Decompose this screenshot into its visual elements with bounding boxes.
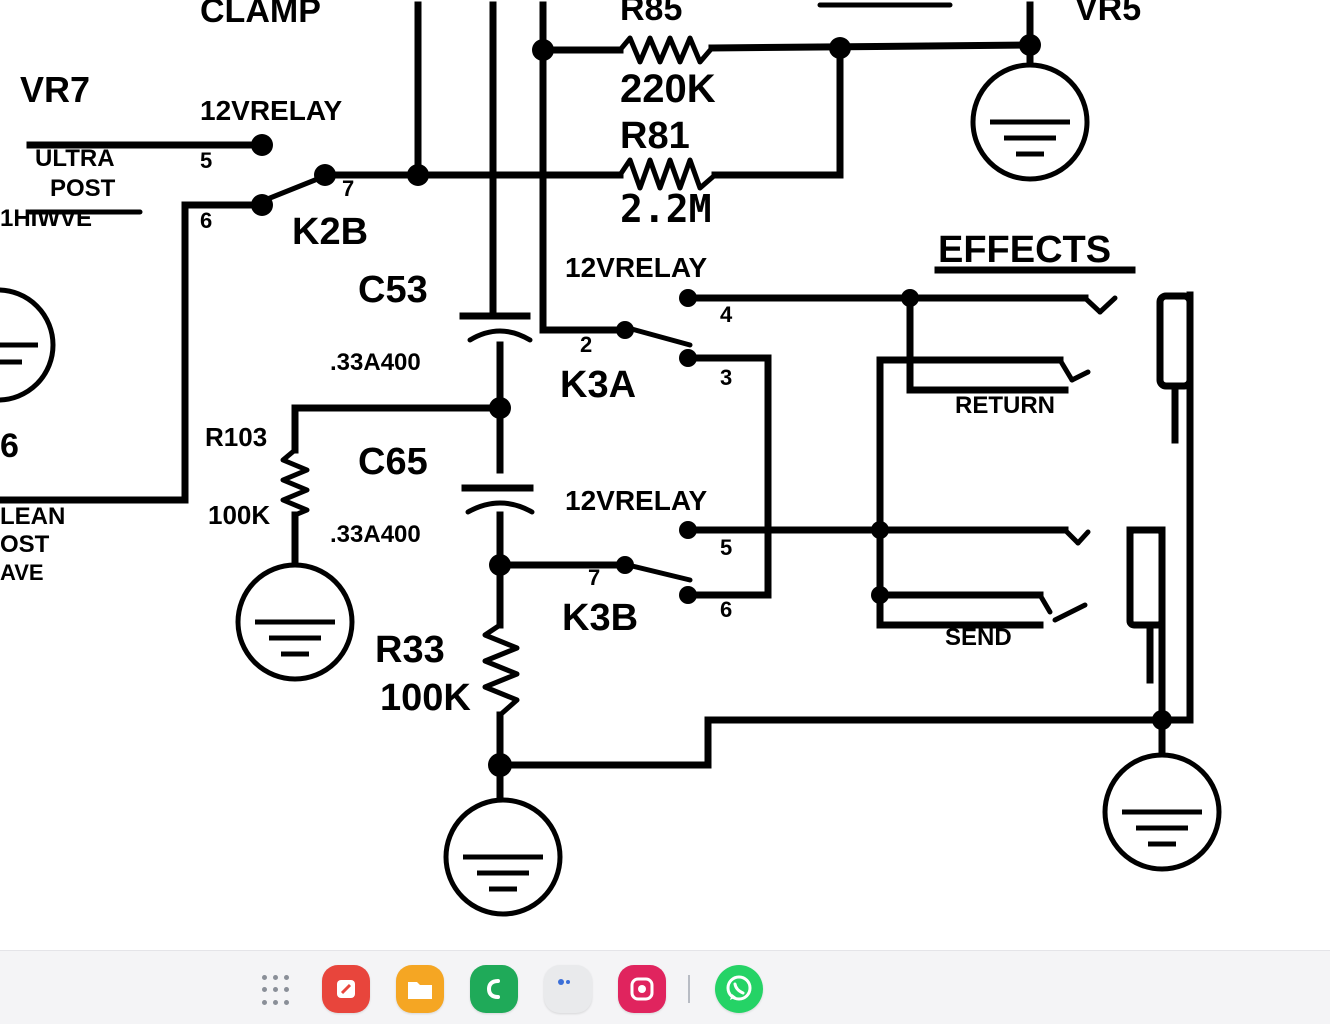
label-k2b: K2B (292, 211, 368, 253)
label-r33-value: 100K (380, 677, 471, 719)
taskbar-divider (688, 975, 690, 1003)
ground-icon (0, 287, 56, 403)
label-vr7: VR7 (20, 69, 90, 110)
label-r85: R85 (620, 0, 682, 28)
pin-number: 6 (720, 597, 732, 622)
label-r103-value: 100K (208, 500, 270, 530)
screen-recorder-icon[interactable] (618, 965, 666, 1013)
label-relay-k3a: 12VRELAY (565, 252, 707, 283)
label-k3b: K3B (562, 597, 638, 639)
label-r103: R103 (205, 422, 267, 452)
pin-number: 5 (720, 535, 732, 560)
capacitor-c53 (459, 312, 533, 343)
ground-icon (1105, 755, 1219, 869)
phone-app-icon[interactable] (470, 965, 518, 1013)
pin-number: 5 (200, 148, 212, 173)
junctions (251, 34, 1172, 777)
schematic-labels: CLAMP R85 VR5 VR7 12VRELAY ULTRA POST 1H… (0, 0, 1141, 719)
label-clean: LEAN (0, 503, 65, 530)
label-ultra: ULTRA (35, 145, 115, 172)
label-r81-value: 2.2M (620, 187, 712, 231)
resistors (280, 35, 718, 718)
label-c53: C53 (358, 269, 428, 311)
schematic-diagram: CLAMP R85 VR5 VR7 12VRELAY ULTRA POST 1H… (0, 0, 1330, 950)
label-post: POST (50, 175, 116, 202)
resistor-r81 (617, 157, 718, 191)
label-c65-value: .33A400 (330, 521, 421, 548)
app-folder-icon[interactable] (544, 965, 592, 1013)
label-vr5: VR5 (1075, 0, 1141, 28)
apps-grid-icon[interactable] (262, 975, 294, 1007)
label-clean-wave: AVE (0, 560, 44, 585)
label-k3a: K3A (560, 364, 636, 406)
label-send: SEND (945, 624, 1012, 651)
whatsapp-icon[interactable] (715, 965, 763, 1013)
label-return: RETURN (955, 392, 1055, 419)
capacitors (459, 312, 535, 515)
resistor-r103 (280, 447, 310, 518)
pin-number: 7 (588, 565, 600, 590)
wires (0, 1, 1194, 842)
schematic-view: CLAMP R85 VR5 VR7 12VRELAY ULTRA POST 1H… (0, 0, 1330, 950)
label-clean-post: OST (0, 531, 50, 558)
notes-app-icon[interactable] (322, 965, 370, 1013)
label-c53-value: .33A400 (330, 349, 421, 376)
taskbar (0, 950, 1330, 1024)
pin-number: 6 (200, 208, 212, 233)
label-r33: R33 (375, 629, 445, 671)
folder-app-icon[interactable] (396, 965, 444, 1013)
label-ref-6: 6 (0, 427, 19, 465)
label-clamp: CLAMP (200, 0, 321, 30)
label-r85-value: 220K (620, 67, 716, 111)
ground-symbols (0, 65, 1219, 914)
pin-number: 2 (580, 332, 592, 357)
resistor-r85 (617, 35, 715, 65)
label-r81: R81 (620, 115, 690, 157)
label-effects: EFFECTS (938, 229, 1111, 271)
pin-number: 4 (720, 302, 733, 327)
ground-icon (973, 65, 1087, 179)
ground-icon (238, 565, 352, 679)
label-c65: C65 (358, 441, 428, 483)
label-relay-k3b: 12VRELAY (565, 485, 707, 516)
pin-number: 3 (720, 365, 732, 390)
capacitor-c65 (461, 484, 535, 515)
label-relay-k2b: 12VRELAY (200, 95, 342, 126)
label-hiwave: 1HIWVE (0, 205, 92, 232)
resistor-r33 (482, 622, 520, 718)
pin-number: 7 (342, 176, 354, 201)
ground-icon (446, 800, 560, 914)
